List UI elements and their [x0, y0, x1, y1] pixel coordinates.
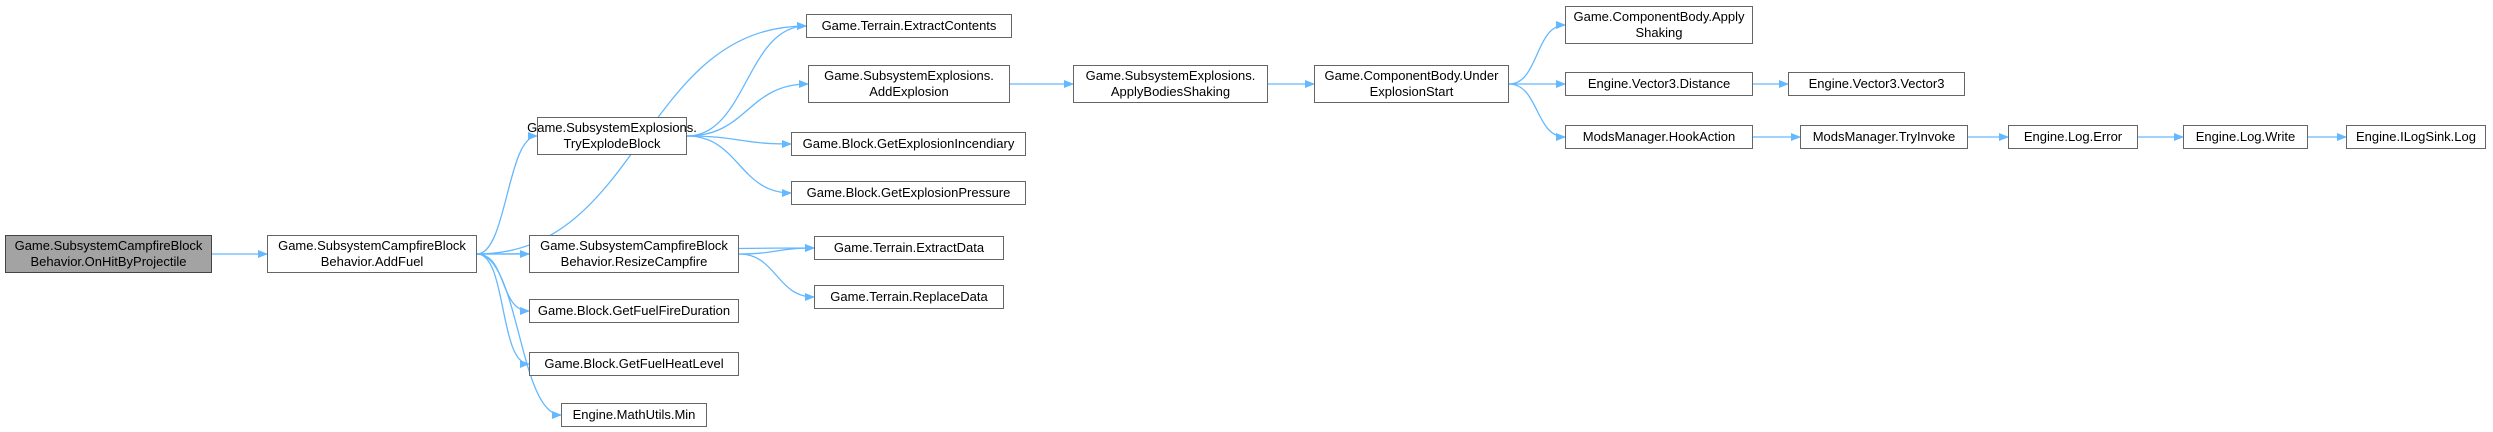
node-label-line: Game.SubsystemCampfireBlock	[14, 238, 203, 253]
node-log-write[interactable]: Engine.Log.Write	[2183, 125, 2308, 149]
node-label-line: ModsManager.HookAction	[1582, 129, 1736, 144]
call-edge-tryexplode-to-pressure	[686, 135, 792, 197]
node-label-line: ApplyBodiesShaking	[1110, 84, 1231, 99]
call-edge-addfuel-to-min	[476, 253, 562, 419]
node-label-line: Behavior.AddFuel	[320, 254, 424, 269]
node-label-line: Game.ComponentBody.Apply	[1573, 9, 1745, 24]
node-label-line: Engine.ILogSink.Log	[2356, 129, 2476, 144]
call-edge-resize-to-extractdata	[738, 244, 815, 255]
node-subsystem-explosions-try-explode-block[interactable]: Game.SubsystemExplosions. TryExplodeBloc…	[527, 117, 697, 155]
node-label-line: Engine.Log.Write	[2195, 129, 2296, 144]
node-terrain-extract-data[interactable]: Game.Terrain.ExtractData	[814, 236, 1004, 260]
call-edge-resize-to-replacedata	[738, 253, 815, 301]
node-label-line: Game.Block.GetExplosionPressure	[806, 185, 1011, 200]
node-label-line: Engine.Vector3.Distance	[1587, 76, 1731, 91]
node-block-get-explosion-incendiary[interactable]: Game.Block.GetExplosionIncendiary	[791, 132, 1026, 156]
node-vector3-distance[interactable]: Engine.Vector3.Distance	[1565, 72, 1753, 96]
node-label-line: Game.Terrain.ExtractData	[833, 240, 985, 255]
node-subsystem-campfire-block-behavior-on-hit-by-projectile[interactable]: Game.SubsystemCampfireBlock Behavior.OnH…	[5, 235, 212, 273]
call-edge-tryexplode-to-addexplosion	[686, 80, 809, 137]
node-label-line: Game.SubsystemExplosions.	[527, 120, 697, 135]
node-block-get-fuel-heat-level[interactable]: Game.Block.GetFuelHeatLevel	[529, 352, 739, 376]
node-ilog-sink-log[interactable]: Engine.ILogSink.Log	[2346, 125, 2486, 149]
call-edge-underexplosion-to-hookaction	[1508, 83, 1566, 141]
node-component-body-under-explosion-start[interactable]: Game.ComponentBody.Under ExplosionStart	[1314, 65, 1509, 103]
call-edge-addfuel-to-tryexplode	[476, 132, 538, 255]
call-edge-tryexplode-to-extractcontents	[686, 22, 807, 137]
node-label-line: Behavior.OnHitByProjectile	[30, 254, 187, 269]
node-label-line: Behavior.ResizeCampfire	[560, 254, 708, 269]
node-label-line: Game.SubsystemCampfireBlock	[278, 238, 466, 253]
node-label-line: AddExplosion	[869, 84, 949, 99]
node-math-utils-min[interactable]: Engine.MathUtils.Min	[561, 403, 707, 427]
node-label-line: Game.Terrain.ReplaceData	[830, 289, 988, 304]
node-terrain-replace-data[interactable]: Game.Terrain.ReplaceData	[814, 285, 1004, 309]
node-mods-manager-try-invoke[interactable]: ModsManager.TryInvoke	[1800, 125, 1968, 149]
node-component-body-apply-shaking[interactable]: Game.ComponentBody.Apply Shaking	[1565, 6, 1753, 44]
node-label-line: ExplosionStart	[1369, 84, 1454, 99]
node-label-line: Game.Block.GetExplosionIncendiary	[802, 136, 1015, 151]
call-edge-tryexplode-to-incendiary	[686, 135, 792, 148]
node-label-line: Game.SubsystemExplosions.	[824, 68, 994, 83]
node-terrain-extract-contents[interactable]: Game.Terrain.ExtractContents	[806, 14, 1012, 38]
call-edge-underexplosion-to-applyshaking	[1508, 21, 1566, 85]
node-subsystem-campfire-block-behavior-resize-campfire[interactable]: Game.SubsystemCampfireBlock Behavior.Res…	[529, 235, 739, 273]
node-block-get-explosion-pressure[interactable]: Game.Block.GetExplosionPressure	[791, 181, 1026, 205]
call-edge-addfuel-to-heatlevel	[476, 253, 530, 368]
node-label-line: TryExplodeBlock	[563, 136, 661, 151]
node-label-line: Game.SubsystemCampfireBlock	[540, 238, 728, 253]
node-label-line: ModsManager.TryInvoke	[1812, 129, 1956, 144]
node-subsystem-campfire-block-behavior-add-fuel[interactable]: Game.SubsystemCampfireBlock Behavior.Add…	[267, 235, 477, 273]
node-label-line: Engine.Log.Error	[2023, 129, 2123, 144]
node-label-line: Engine.MathUtils.Min	[572, 407, 696, 422]
node-vector3-vector3[interactable]: Engine.Vector3.Vector3	[1788, 72, 1965, 96]
node-label-line: Game.SubsystemExplosions.	[1085, 68, 1256, 83]
node-label-line: Game.Terrain.ExtractContents	[821, 18, 997, 33]
node-label-line: Game.ComponentBody.Under	[1324, 68, 1499, 83]
node-mods-manager-hook-action[interactable]: ModsManager.HookAction	[1565, 125, 1753, 149]
node-subsystem-explosions-add-explosion[interactable]: Game.SubsystemExplosions. AddExplosion	[808, 65, 1010, 103]
node-block-get-fuel-fire-duration[interactable]: Game.Block.GetFuelFireDuration	[529, 299, 739, 323]
node-log-error[interactable]: Engine.Log.Error	[2008, 125, 2138, 149]
node-label-line: Engine.Vector3.Vector3	[1808, 76, 1945, 91]
node-label-line: Shaking	[1635, 25, 1683, 40]
node-label-line: Game.Block.GetFuelFireDuration	[537, 303, 731, 318]
node-label-line: Game.Block.GetFuelHeatLevel	[544, 356, 724, 371]
node-subsystem-explosions-apply-bodies-shaking[interactable]: Game.SubsystemExplosions. ApplyBodiesSha…	[1073, 65, 1268, 103]
